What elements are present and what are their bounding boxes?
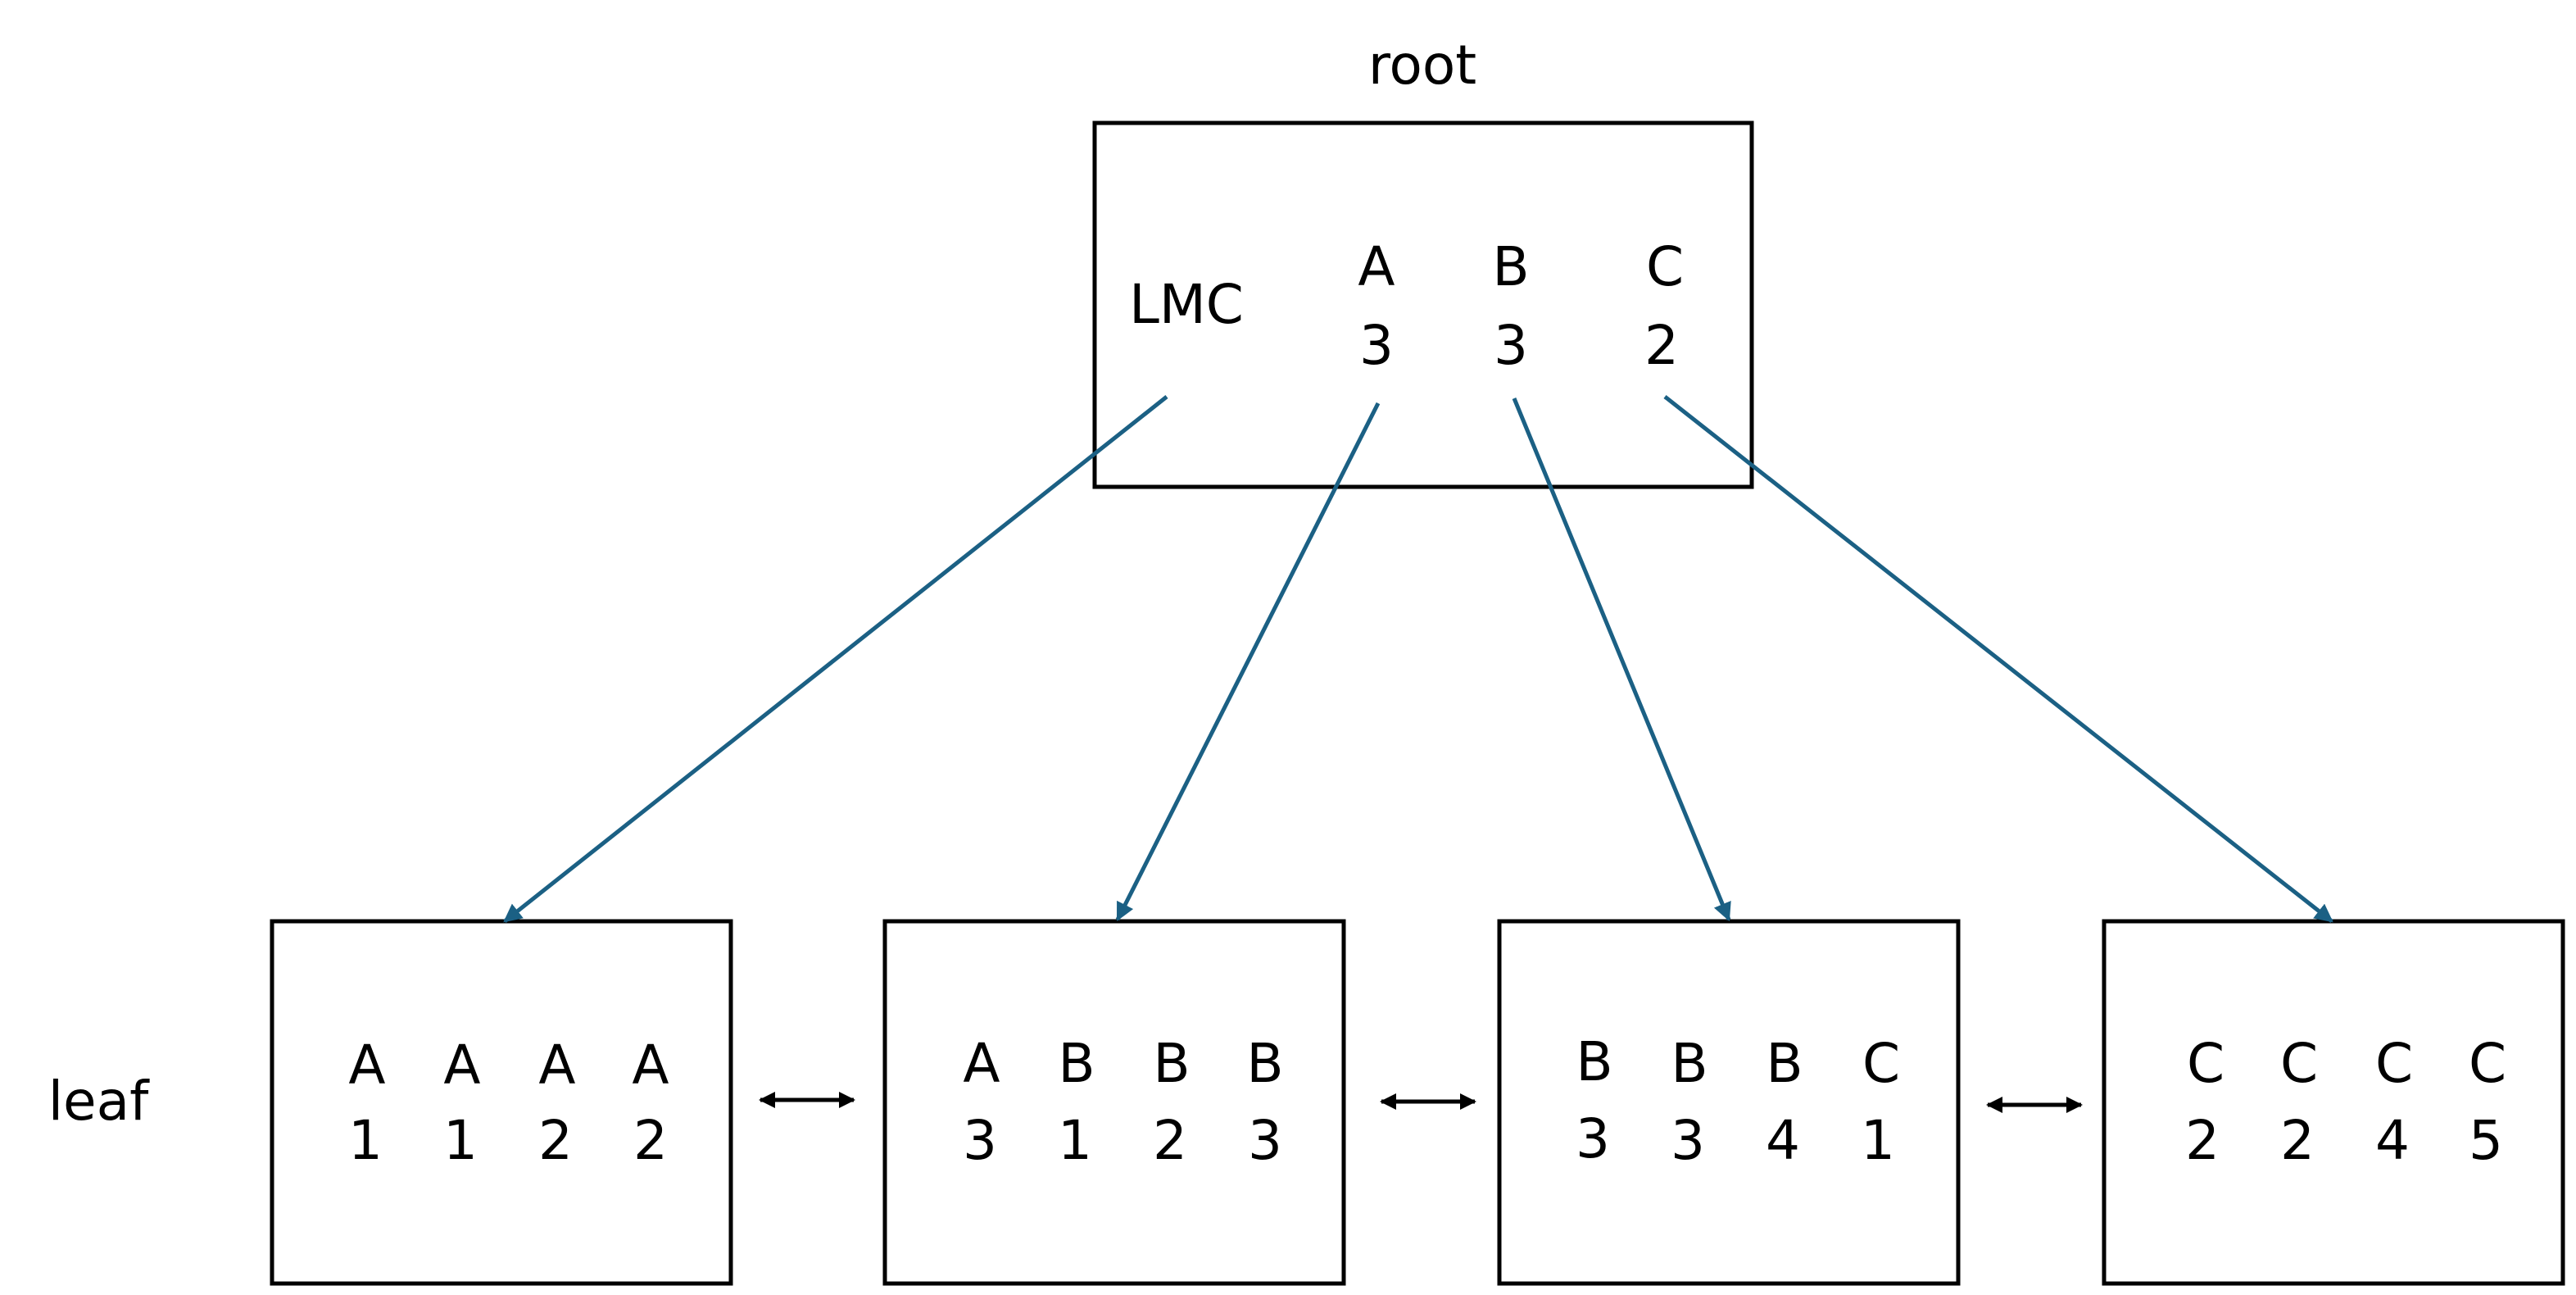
leaf-entry-key: B [1576,1030,1613,1093]
leaf-entry-key: B [1153,1032,1190,1095]
leaf-entry-value: 2 [2185,1109,2220,1172]
leaf-node-box-1 [270,919,733,1286]
root-entry-value: 3 [1359,314,1394,377]
root-lmc-label: LMC [1129,273,1244,336]
leaf-entry-key: C [2468,1032,2507,1095]
leaf-entry-key: C [2186,1032,2225,1095]
root-node-box [1092,120,1754,489]
root-entry-value: 3 [1494,314,1528,377]
leaf-entry-value: 4 [1766,1109,1800,1172]
pointer-arrow-c [1663,395,2333,923]
leaf-entry-key: A [632,1034,669,1097]
leaf-node-box-2 [882,919,1346,1286]
leaf-entry-value: 2 [1153,1109,1187,1172]
leaf-entry-value: 1 [348,1109,383,1172]
pointer-arrow-a [1115,402,1381,922]
leaf-entry-value: 2 [633,1109,668,1172]
leaf-entry-value: 3 [963,1109,997,1172]
leaf-level-label: leaf [48,1070,149,1133]
leaf-entry-key: B [1058,1032,1095,1095]
leaf-node-box-4 [2102,919,2565,1286]
leaf-entry-value: 4 [2375,1109,2410,1172]
leaf-node-box-3 [1497,919,1961,1286]
leaf-entry-value: 3 [1248,1109,1282,1172]
root-entry-key: C [1645,235,1685,298]
root-entry-key: B [1492,235,1530,298]
leaf-entry-key: C [1862,1032,1901,1095]
leaf-entry-key: B [1246,1032,1284,1095]
leaf-entry-key: C [2374,1032,2414,1095]
leaf-entry-value: 2 [2280,1109,2315,1172]
leaf-entry-value: 1 [1058,1109,1092,1172]
pointer-arrow-lmc [503,395,1168,923]
leaf-entry-value: 3 [1671,1109,1705,1172]
root-entry-key: A [1358,235,1395,298]
root-level-label: root [1367,34,1477,97]
leaf-entry-key: A [348,1034,386,1097]
leaf-entry-key: A [963,1032,1000,1095]
leaf-entry-key: A [538,1034,576,1097]
leaf-entry-value: 2 [538,1109,573,1172]
leaf-entry-value: 1 [1861,1109,1895,1172]
leaf-entry-key: C [2279,1032,2319,1095]
leaf-entry-key: A [443,1034,481,1097]
root-entry-value: 2 [1644,314,1679,377]
pointer-arrow-b [1512,398,1731,922]
leaf-entry-value: 5 [2469,1109,2503,1172]
leaf-entry-value: 1 [443,1109,478,1172]
leaf-entry-value: 3 [1576,1107,1610,1170]
leaf-entry-key: B [1766,1032,1803,1095]
leaf-entry-key: B [1671,1032,1708,1095]
